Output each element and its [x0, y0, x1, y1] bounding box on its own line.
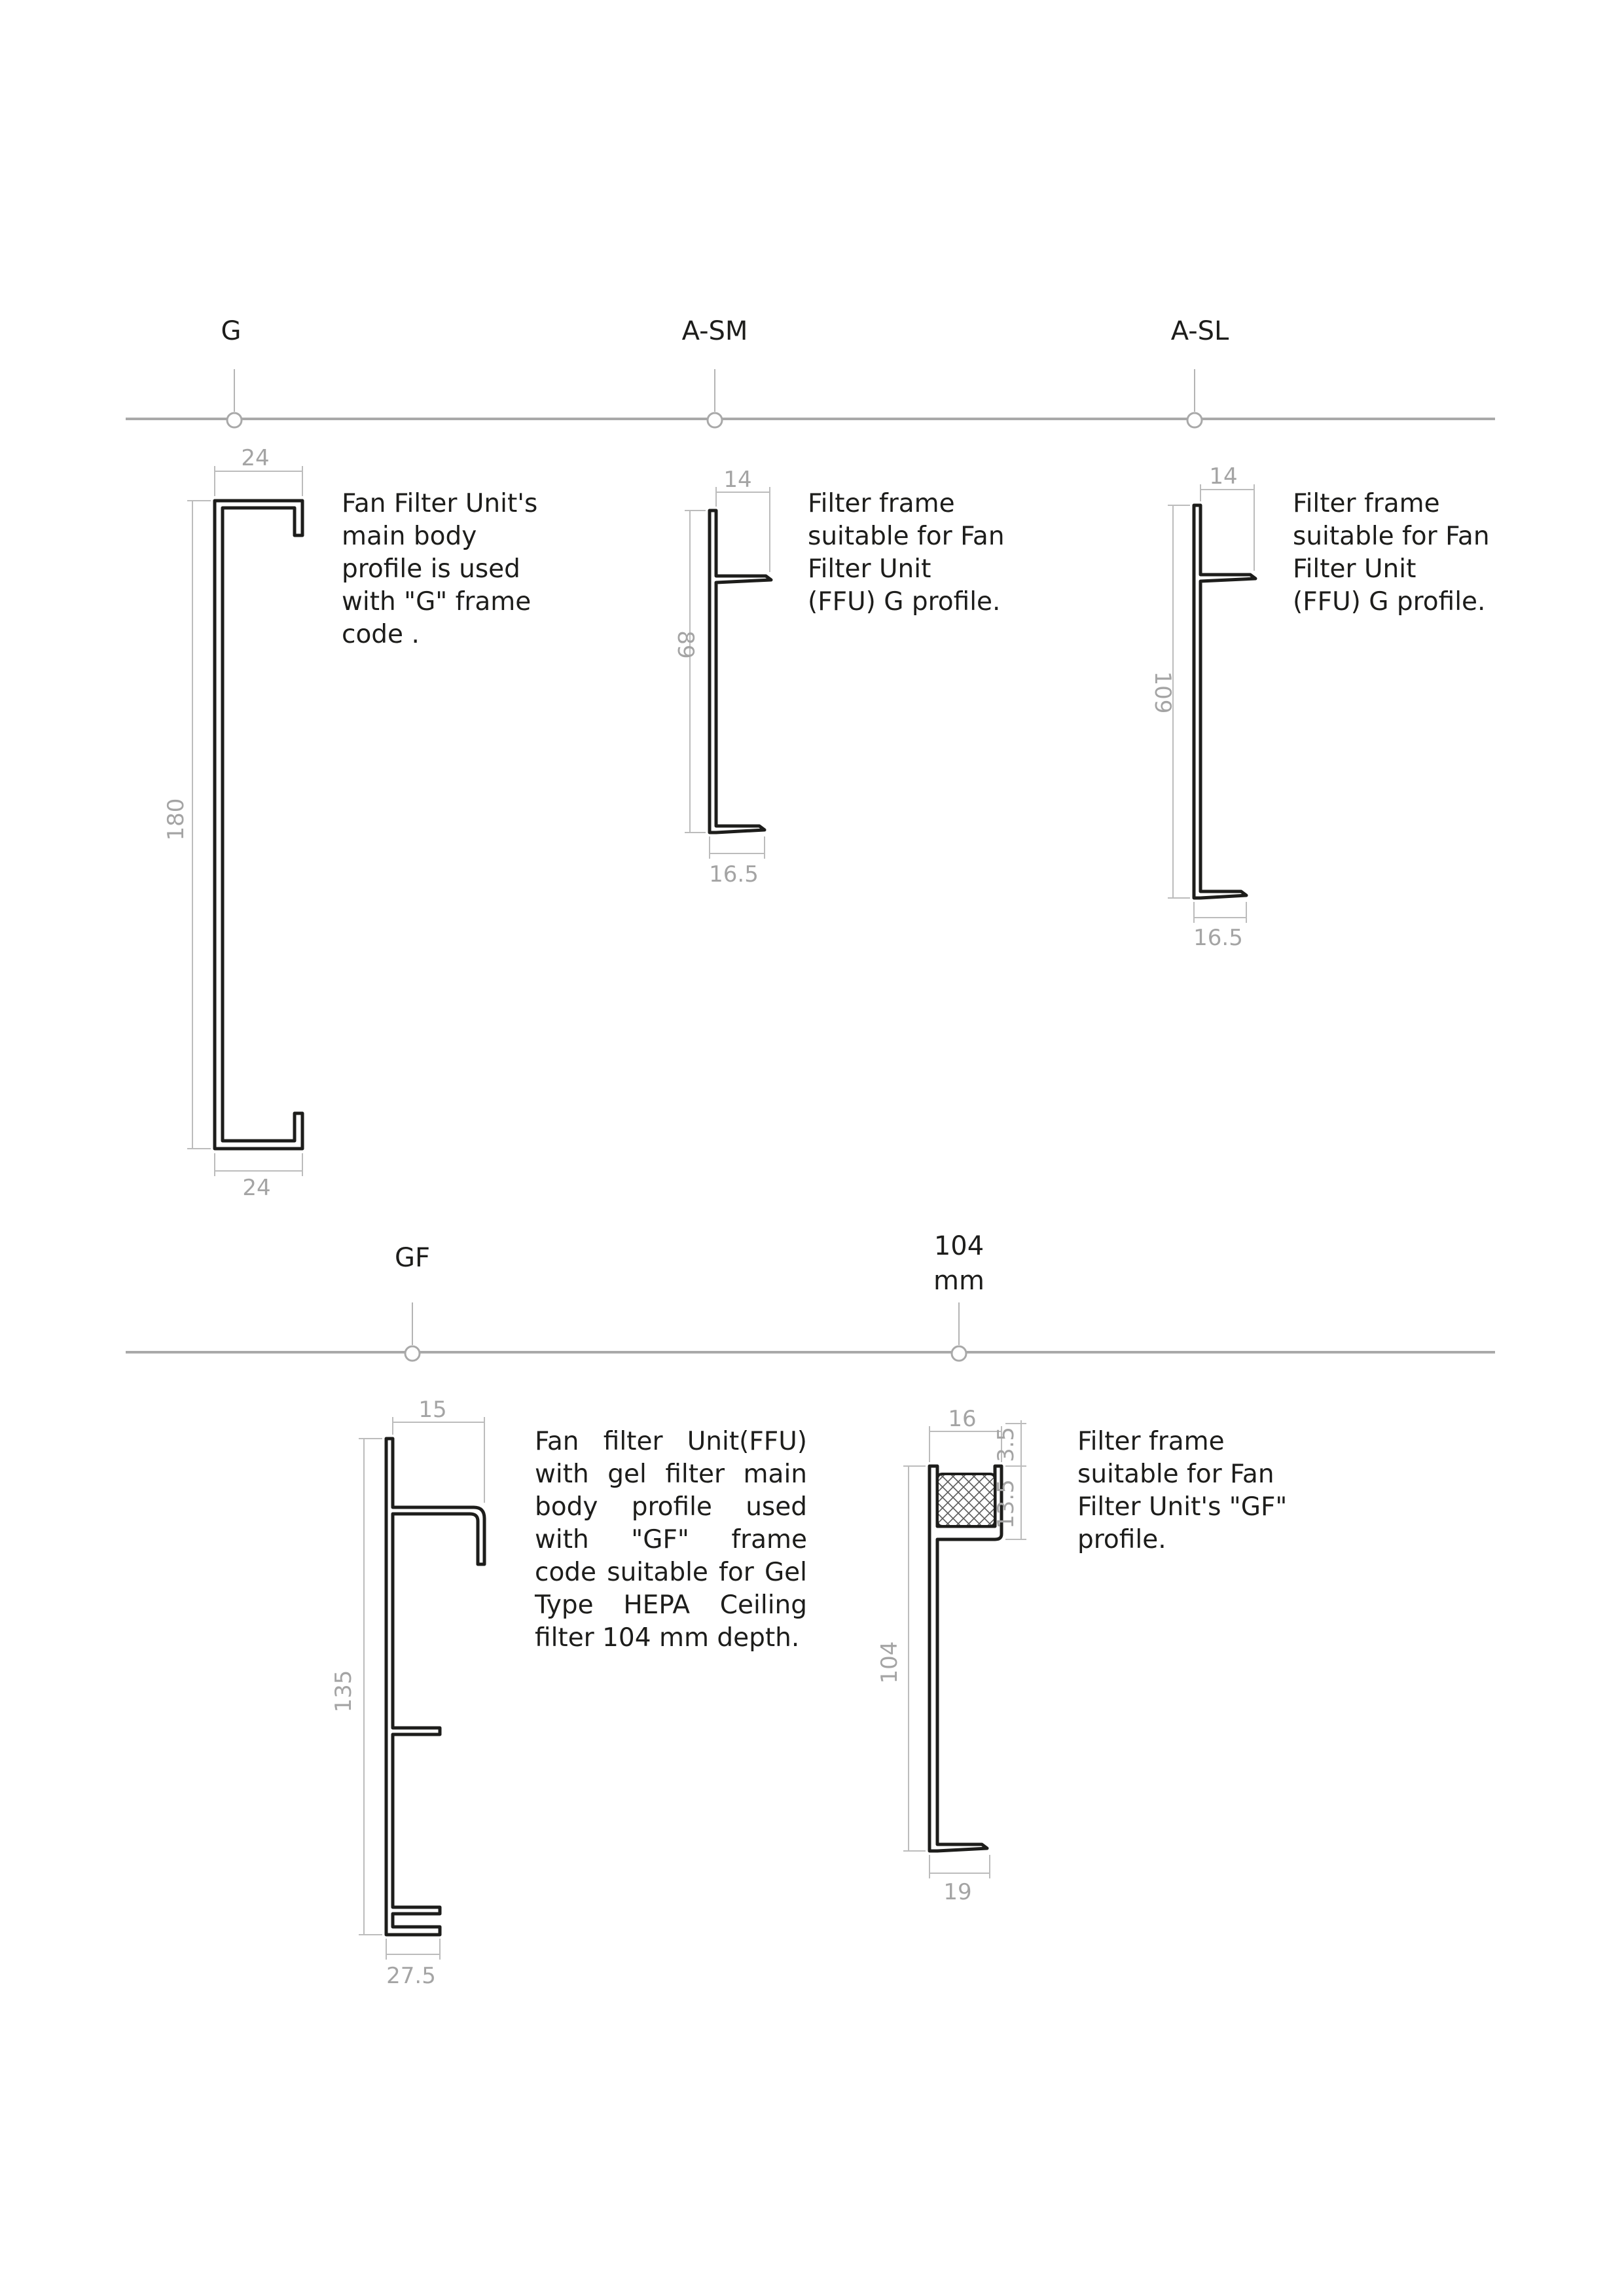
profile-g-drawing: 24 180 24	[163, 445, 304, 1201]
profile-code-a-sl: A-SL	[1171, 316, 1229, 346]
profile-a-sm-dim-bottom	[709, 836, 765, 859]
timeline-node-a-sm	[706, 412, 723, 429]
profile-a-sm-dim-height-label: 89	[672, 630, 698, 658]
profile-code-104mm-line1: 104	[934, 1231, 984, 1261]
profile-a-sl-dim-height	[1168, 505, 1190, 899]
profile-104mm-dim-bottom	[929, 1855, 990, 1878]
profile-104mm-dim-bottom-label: 19	[943, 1879, 971, 1905]
profile-104mm-dim-height	[903, 1465, 926, 1852]
timeline-node-gf	[404, 1345, 421, 1362]
profile-a-sm-drawing: 14 89 16.5	[672, 467, 773, 888]
profile-104mm-dim-top	[929, 1426, 1002, 1462]
profile-g-shape	[213, 499, 304, 1151]
profile-a-sl-dim-bottom-label: 16.5	[1193, 925, 1243, 951]
profile-gf-dim-height	[359, 1438, 382, 1935]
profile-a-sl-dim-top	[1200, 484, 1255, 571]
profile-104mm-description: Filter frame suitable for Fan Filter Uni…	[1077, 1427, 1288, 1554]
profile-gf-description: Fan filter Unit(FFU) with gel filter mai…	[535, 1427, 807, 1653]
profile-104mm-drawing: 16 3.5 13.5 104 19	[876, 1406, 1026, 1905]
profile-104mm-dim-side-top-label: 3.5	[993, 1427, 1019, 1462]
profile-g-dim-top-label: 24	[241, 445, 269, 471]
profile-a-sm-dim-bottom-label: 16.5	[709, 861, 759, 888]
timeline-node-a-sl	[1186, 412, 1203, 429]
profile-gf-dim-top-label: 15	[418, 1397, 446, 1423]
profile-g-dim-height	[187, 500, 211, 1149]
profile-gf-shape	[384, 1437, 486, 1937]
profile-104mm-dim-top-label: 16	[948, 1406, 976, 1432]
profile-code-104mm-line2: mm	[933, 1266, 984, 1296]
profile-g-dim-bottom-label: 24	[242, 1175, 270, 1201]
gel-seal-hatch	[936, 1473, 996, 1528]
profile-a-sm-description: Filter frame suitable for Fan Filter Uni…	[808, 489, 1005, 617]
profile-g-dim-height-label: 180	[163, 798, 189, 841]
profile-a-sm-dim-height	[685, 510, 706, 833]
profile-104mm-dim-side-mid-label: 13.5	[993, 1479, 1019, 1529]
profile-104mm-dim-height-label: 104	[876, 1641, 903, 1684]
profile-code-a-sm: A-SM	[682, 316, 748, 346]
profile-gf-dim-bottom	[386, 1939, 441, 1960]
profile-gf-dim-bottom-label: 27.5	[386, 1963, 436, 1989]
profile-gf-dim-height-label: 135	[331, 1670, 357, 1713]
timeline-node-104mm	[950, 1345, 967, 1362]
profile-a-sl-drawing: 14 109 16.5	[1149, 463, 1257, 951]
profile-a-sl-dim-top-label: 14	[1209, 463, 1237, 490]
profile-code-gf: GF	[395, 1243, 430, 1273]
profile-104mm-dim-side	[1005, 1420, 1026, 1540]
profile-a-sm-dim-top-label: 14	[723, 467, 751, 493]
timeline-node-g	[226, 412, 243, 429]
timeline-row-2	[126, 1302, 1495, 1362]
profile-gf-dim-top	[392, 1417, 485, 1503]
profile-g-dim-top	[214, 466, 303, 496]
profile-a-sm-shape	[708, 509, 773, 834]
profile-a-sl-description: Filter frame suitable for Fan Filter Uni…	[1293, 489, 1490, 617]
profile-a-sl-dim-bottom	[1193, 902, 1247, 923]
profile-gf-drawing: 15 135 27.5	[331, 1397, 486, 1989]
timeline-row-1	[126, 369, 1495, 429]
profile-a-sm-dim-top	[715, 487, 770, 572]
profile-code-g: G	[221, 316, 242, 346]
profile-a-sl-shape	[1192, 503, 1257, 900]
profile-g-description: Fan Filter Unit's main body profile is u…	[342, 489, 538, 649]
profile-a-sl-dim-height-label: 109	[1149, 672, 1176, 714]
profile-g-dim-bottom	[214, 1153, 303, 1176]
